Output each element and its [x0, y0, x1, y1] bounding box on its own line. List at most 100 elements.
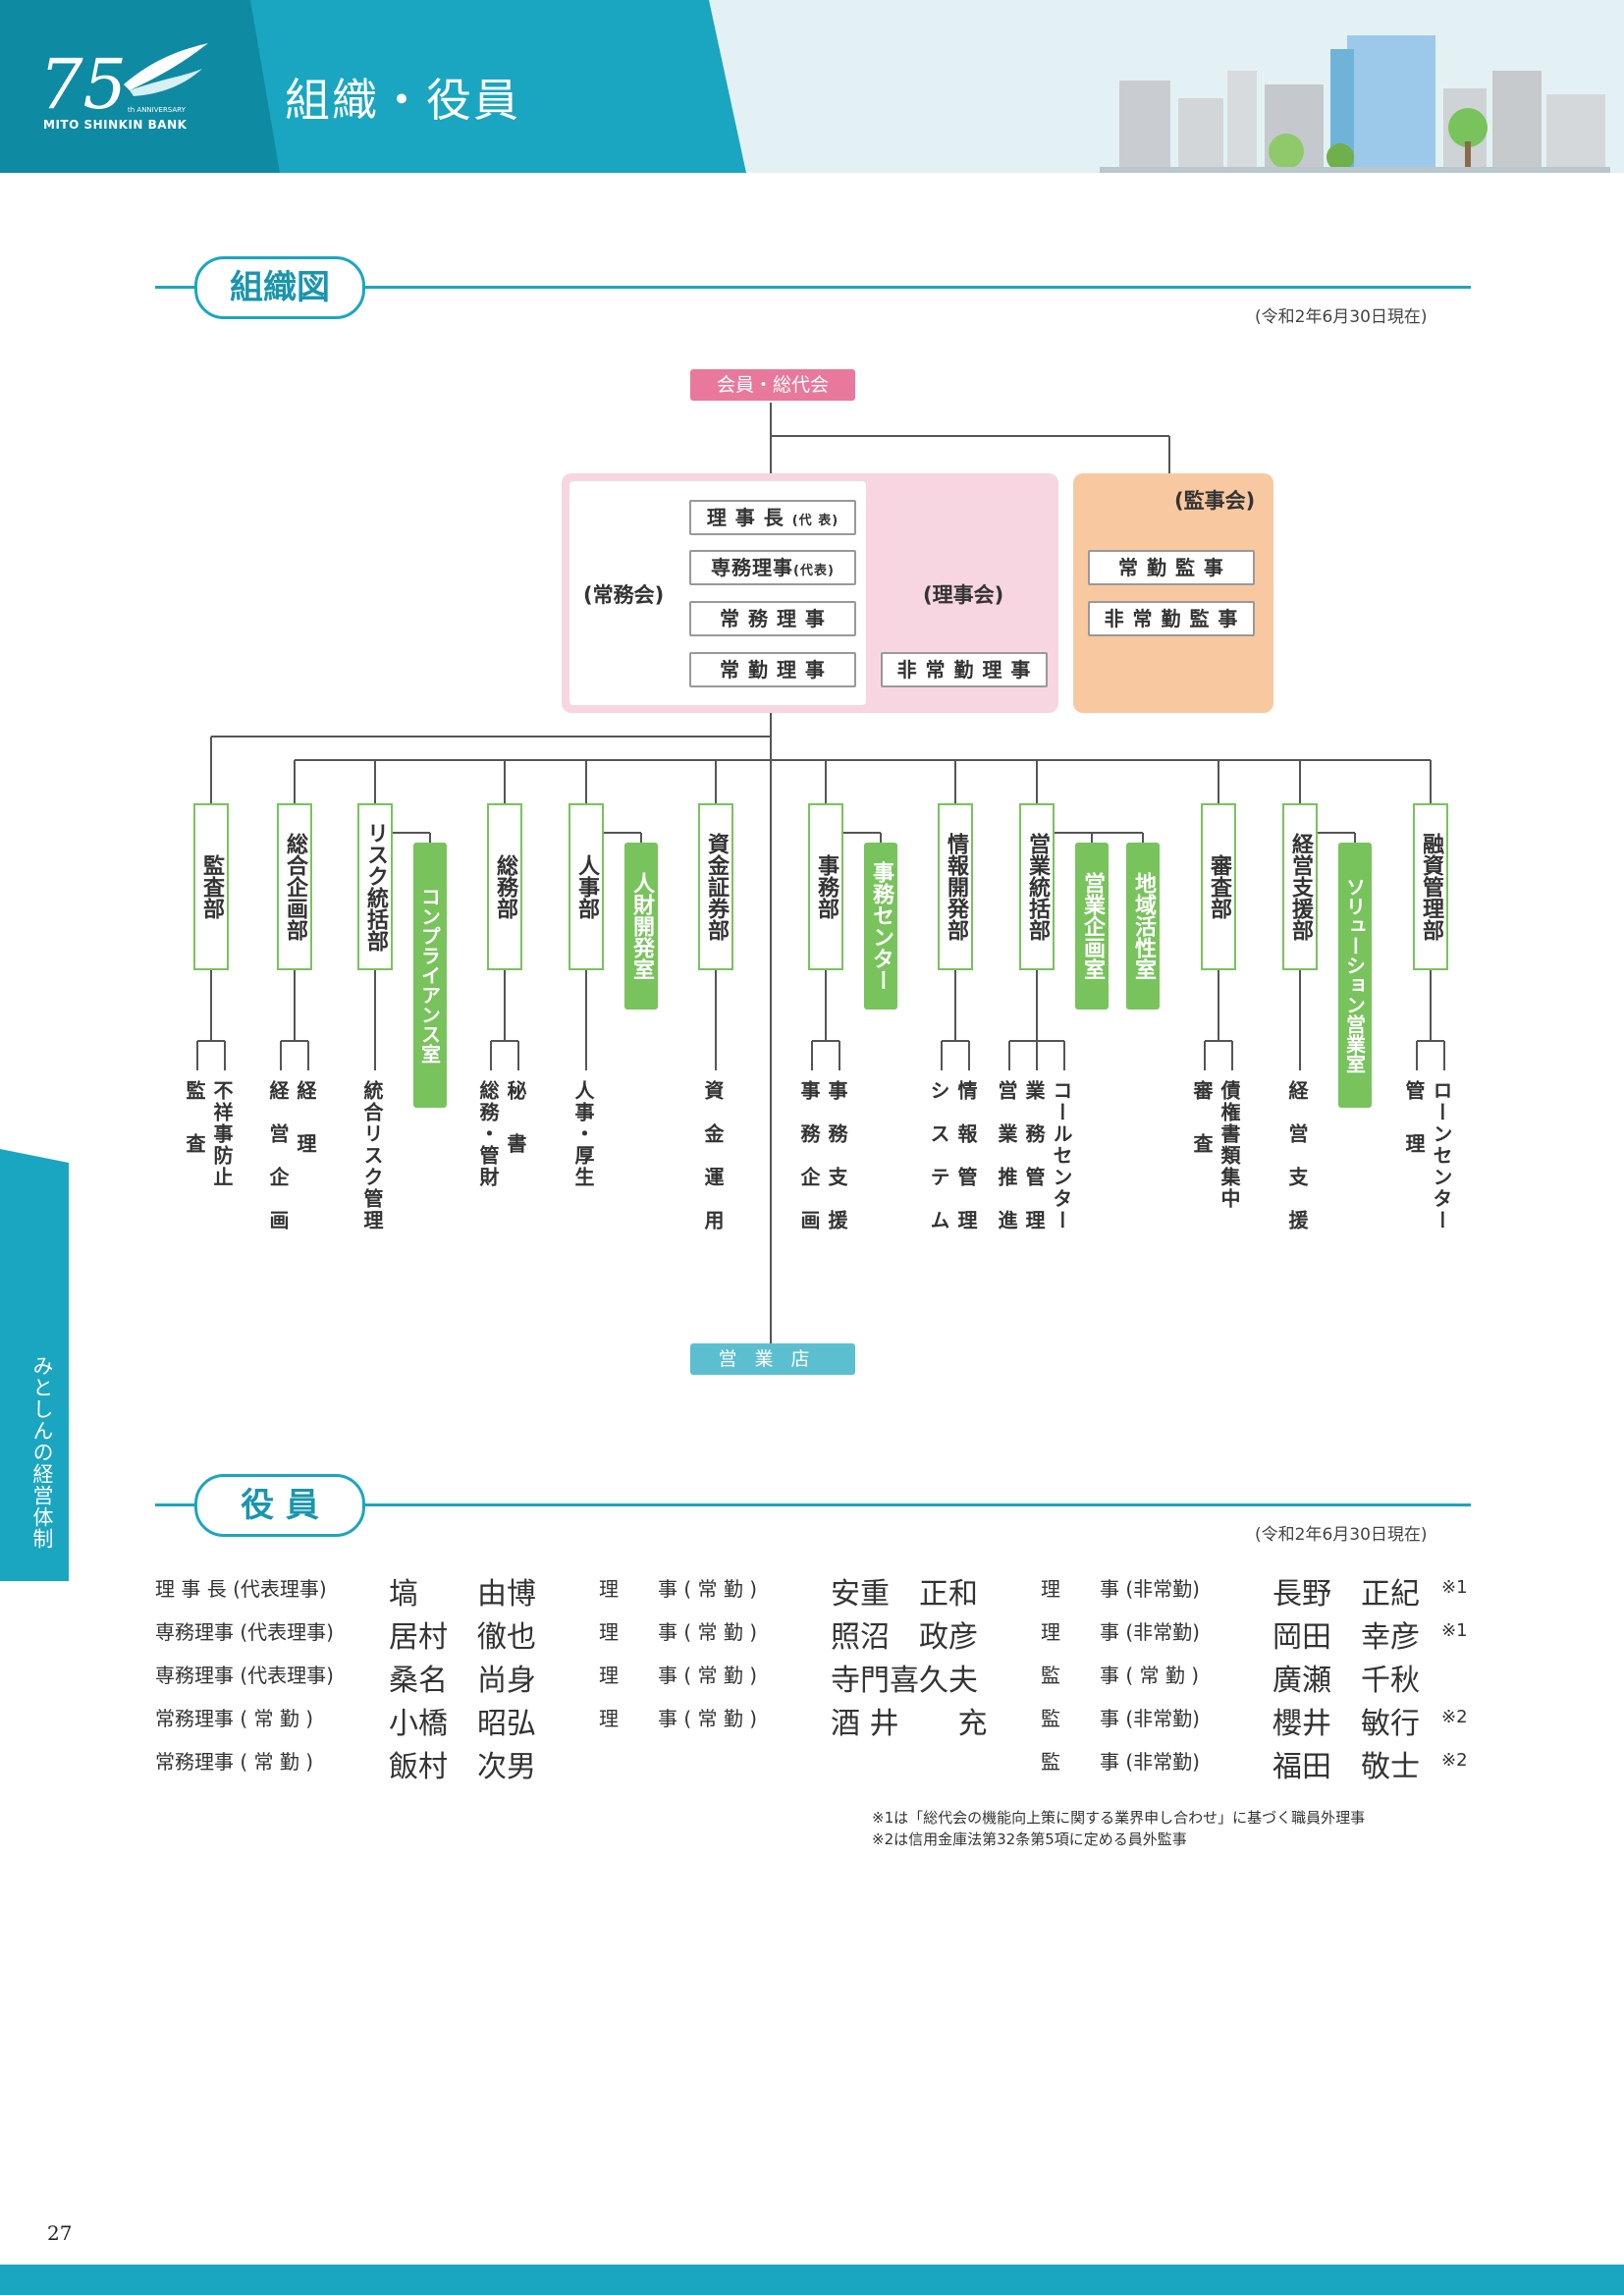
officer-title: 理 事 長 (代表理事)	[155, 1577, 327, 1601]
department-box: 監査部	[193, 803, 229, 970]
officer-title: 監 事 ( 常 勤 )	[1041, 1664, 1200, 1687]
group-box: 事務センター	[864, 843, 897, 1010]
officer-name: 廣瀬 千秋	[1272, 1664, 1420, 1698]
department-box: 経営支援部	[1282, 803, 1318, 970]
officer-title: 監 事 (非常勤)	[1041, 1750, 1200, 1774]
officer-name: 居村 徹也	[389, 1620, 536, 1655]
officer-title: 理 事 ( 常 勤 )	[599, 1707, 758, 1730]
section-label: 監査	[183, 1080, 206, 1186]
officer-name: 長野 正紀	[1272, 1577, 1420, 1612]
officer-title: 理 事 ( 常 勤 )	[599, 1620, 758, 1644]
officer-name: 桑名 尚身	[389, 1664, 536, 1698]
header-logo-band	[0, 0, 280, 173]
department-box: 情報開発部	[938, 803, 973, 970]
section-label: 管理	[1402, 1080, 1426, 1186]
fulltime-director-box: 常 勤 理 事	[689, 652, 856, 687]
section-label: システム	[927, 1080, 950, 1253]
logo-number: 75	[39, 44, 127, 124]
section-label: 業務管理	[1022, 1080, 1046, 1253]
parttime-auditor-box: 非 常 勤 監 事	[1088, 601, 1255, 636]
auditor-board-label: (監事会)	[1174, 489, 1256, 513]
department-box: 融資管理部	[1413, 803, 1448, 970]
section-label: 事務企画	[797, 1080, 821, 1253]
section-label: 秘書	[504, 1080, 527, 1186]
section-label: 不祥事防止	[210, 1080, 234, 1188]
officer-name: 櫻井 敏行	[1272, 1707, 1420, 1741]
officer-title: 常務理事 ( 常 勤 )	[155, 1707, 314, 1730]
section-line-officers	[155, 1503, 1471, 1506]
department-box: リスク統括部	[357, 803, 393, 970]
section-title-org: 組織図	[194, 256, 365, 319]
officer-title: 専務理事 (代表理事)	[155, 1664, 334, 1687]
department-box: 事務部	[808, 803, 843, 970]
officer-name: 安重 正和	[831, 1577, 978, 1612]
department-box: 総合企画部	[277, 803, 312, 970]
officer-note-mark: ※2	[1441, 1707, 1468, 1727]
officer-title: 理 事 ( 常 勤 )	[599, 1577, 758, 1601]
officer-title: 理 事 ( 常 勤 )	[599, 1664, 758, 1687]
officer-name: 福田 敬士	[1272, 1750, 1420, 1784]
logo-text: MITO SHINKIN BANK	[43, 118, 188, 132]
chairman-box: 理 事 長 (代 表)	[689, 500, 856, 535]
section-label: 経理	[294, 1080, 317, 1186]
executive-committee-label: (常務会)	[583, 583, 665, 607]
logo-mark: 75	[39, 43, 208, 124]
section-label: 経営支援	[1285, 1080, 1309, 1253]
officer-title: 監 事 (非常勤)	[1041, 1707, 1200, 1730]
auditor-panel	[1073, 473, 1273, 713]
group-box: コンプライアンス室	[413, 843, 447, 1108]
section-label: 事務支援	[825, 1080, 848, 1253]
department-box: 総務部	[487, 803, 522, 970]
side-tab	[0, 1149, 69, 1581]
logo-anniversary: th ANNIVERSARY	[128, 106, 186, 114]
officer-name: 照沼 政彦	[831, 1620, 978, 1655]
branches: 営業店	[690, 1343, 855, 1375]
officer-note-mark: ※2	[1441, 1750, 1468, 1771]
as-of-date: (令和2年6月30日現在)	[1255, 307, 1428, 327]
managing-director-box: 常 務 理 事	[689, 601, 856, 636]
city-illustration	[1100, 35, 1610, 173]
officers-as-of-date: (令和2年6月30日現在)	[1255, 1525, 1428, 1545]
group-box: 人財開発室	[624, 843, 658, 1010]
page-number: 27	[47, 2221, 73, 2245]
fulltime-auditor-box: 常 勤 監 事	[1088, 550, 1255, 585]
section-label: 総務・管財	[476, 1080, 500, 1188]
section-label: 営業推進	[995, 1080, 1018, 1253]
department-box: 審査部	[1201, 803, 1236, 970]
department-box: 人事部	[568, 803, 604, 970]
officer-name: 飯村 次男	[389, 1750, 536, 1784]
parttime-director-box: 非 常 勤 理 事	[881, 652, 1048, 687]
members-assembly: 会員・総代会	[690, 369, 855, 401]
note-2: ※2は信用金庫法第32条第5項に定める員外監事	[872, 1831, 1187, 1848]
group-box: 営業企画室	[1075, 843, 1109, 1010]
officer-title: 理 事 (非常勤)	[1041, 1620, 1200, 1644]
section-title-officers: 役 員	[194, 1474, 365, 1537]
section-label: 経営企画	[266, 1080, 290, 1253]
page-title: 組織・役員	[285, 74, 520, 127]
officer-name: 酒 井 充	[831, 1707, 988, 1741]
board-label: (理事会)	[923, 583, 1004, 607]
section-label: 資金運用	[701, 1080, 725, 1253]
side-tab-label: みとしんの経営体制	[30, 1355, 54, 1550]
officer-name: 岡田 幸彦	[1272, 1620, 1420, 1655]
officer-title: 専務理事 (代表理事)	[155, 1620, 334, 1644]
org-lines	[196, 403, 1445, 1361]
officer-note-mark: ※1	[1441, 1620, 1468, 1641]
officer-note-mark: ※1	[1441, 1577, 1468, 1598]
group-box: 地域活性室	[1126, 843, 1160, 1010]
officer-name: 小橋 昭弘	[389, 1707, 536, 1741]
department-box: 営業統括部	[1019, 803, 1055, 970]
section-label: 審査	[1190, 1080, 1214, 1186]
note-1: ※1は「総代会の機能向上策に関する業界申し合わせ」に基づく職員外理事	[872, 1809, 1366, 1827]
senior-director-box: 専務理事(代表)	[689, 550, 856, 585]
officer-name: 寺門喜久夫	[831, 1664, 978, 1698]
section-label: コールセンター	[1050, 1080, 1073, 1231]
section-label: 債権書類集中	[1218, 1080, 1241, 1210]
section-label: 統合リスク管理	[360, 1080, 384, 1231]
officer-title: 常務理事 ( 常 勤 )	[155, 1750, 314, 1774]
officer-name: 塙 由博	[389, 1577, 536, 1612]
section-label: ローンセンター	[1430, 1080, 1453, 1231]
footer-bar	[0, 2265, 1624, 2295]
org-chart: 会員・総代会 (常務会) (理事会) 理 事 長 (代 表) 専務理事(代表) …	[183, 369, 1453, 1375]
section-line	[155, 286, 1471, 289]
